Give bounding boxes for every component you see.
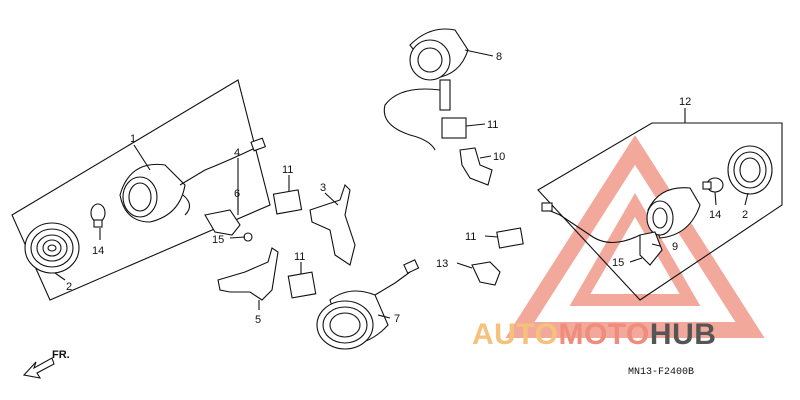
rubber-block-c — [441, 117, 467, 139]
part-number-5: 5 — [255, 314, 261, 326]
front-direction-arrow-icon — [22, 357, 55, 379]
watermark-triangle — [505, 135, 765, 338]
part-number-6: 6 — [234, 188, 240, 200]
part-number-13: 13 — [436, 258, 448, 270]
part-number-7: 7 — [394, 313, 400, 325]
assembly-box-right — [537, 122, 783, 301]
part-number-1: 1 — [130, 133, 136, 145]
rubber-block-a — [272, 189, 303, 215]
part-number-12: 12 — [679, 96, 691, 108]
lens-right — [727, 145, 773, 195]
bracket-left — [204, 209, 253, 242]
housing-left — [119, 137, 267, 223]
lamp-7 — [316, 259, 420, 350]
bracket-13 — [471, 261, 501, 286]
part-number-4: 4 — [234, 147, 240, 159]
part-number-9: 9 — [672, 241, 678, 253]
part-number-14-left: 14 — [92, 245, 104, 257]
bulb-right — [702, 177, 724, 193]
rubber-block-b — [287, 271, 317, 299]
bulb-left — [90, 203, 106, 228]
bracket-5 — [217, 247, 279, 301]
lens-left — [24, 222, 80, 274]
assembly-box-left — [11, 79, 271, 301]
part-number-2-right: 2 — [742, 209, 748, 221]
watermark-part-auto: AUTO — [472, 318, 559, 351]
part-number-11-b: 11 — [294, 251, 305, 263]
watermark-logo: AUTOMOTOHUB — [472, 318, 716, 352]
part-number-3: 3 — [320, 182, 326, 194]
part-number-15-left: 15 — [212, 234, 224, 246]
watermark-part-hub: HUB — [649, 318, 717, 351]
part-number-15-right: 15 — [612, 257, 624, 269]
part-number-11-a: 11 — [282, 164, 293, 176]
bracket-10 — [459, 147, 493, 186]
part-number-14-right: 14 — [709, 209, 721, 221]
part-number-11-c: 11 — [487, 119, 498, 131]
leader-lines — [54, 49, 749, 319]
bracket-3 — [309, 183, 356, 266]
lamp-8 — [383, 28, 469, 151]
part-number-11-d: 11 — [465, 231, 476, 243]
bracket-9 — [639, 231, 663, 266]
housing-right — [541, 187, 701, 244]
part-number-8: 8 — [496, 51, 502, 63]
part-number-10: 10 — [493, 151, 505, 163]
rubber-block-d — [496, 227, 524, 249]
part-number-2-left: 2 — [66, 281, 72, 293]
watermark-part-moto: MOTO — [558, 318, 650, 351]
diagram-reference-code: MN13-F2400B — [628, 367, 695, 378]
direction-label: FR. — [52, 349, 70, 361]
